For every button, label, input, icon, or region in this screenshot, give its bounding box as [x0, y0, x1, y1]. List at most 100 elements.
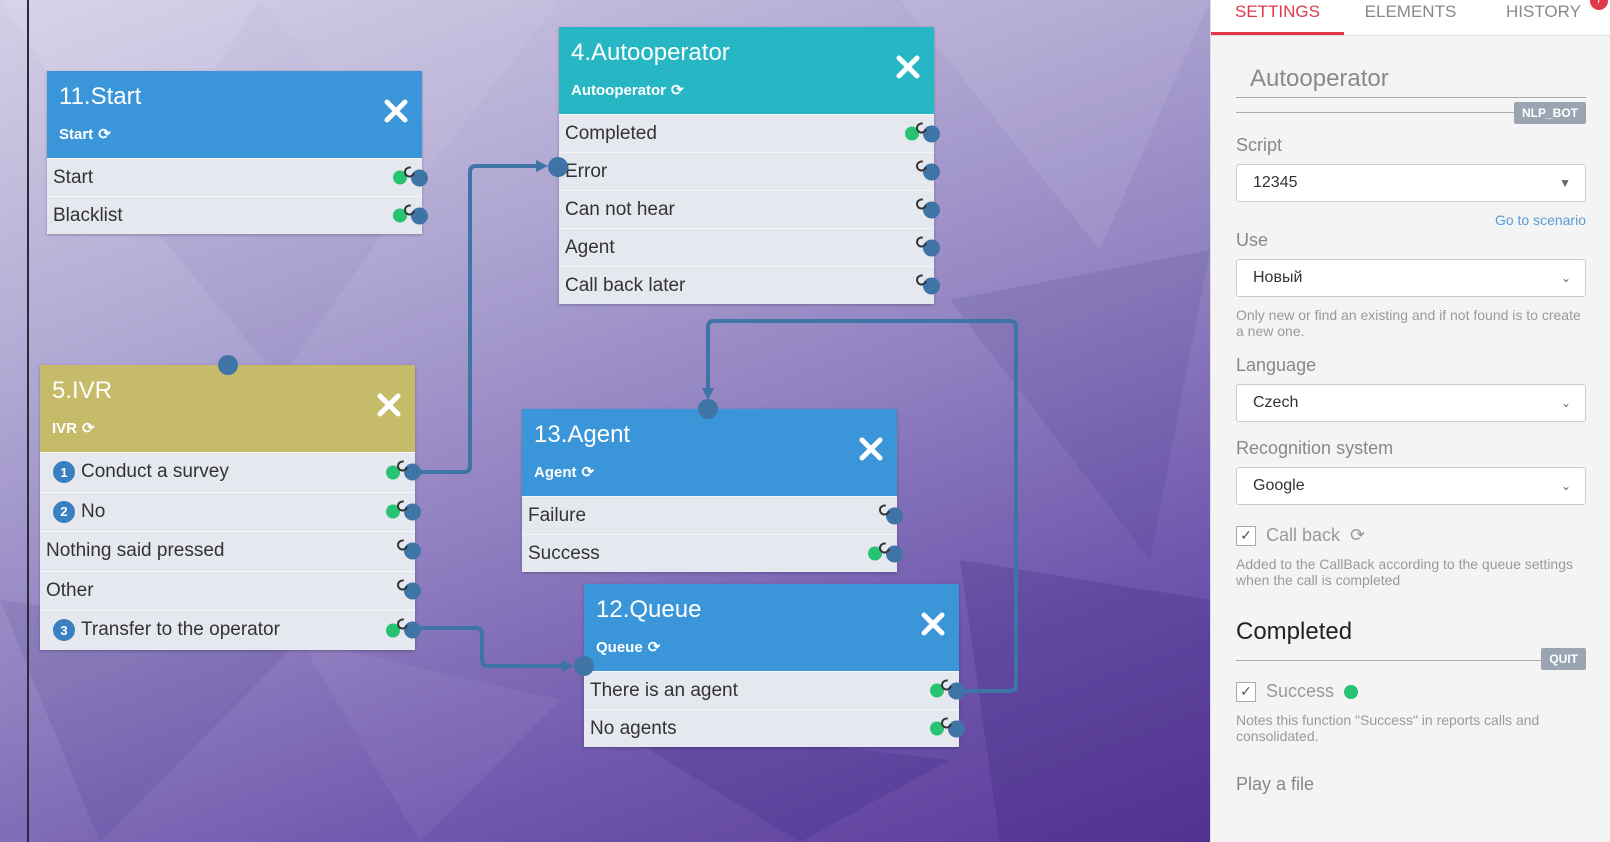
nlp-bot-tag: NLP_BOT	[1513, 102, 1586, 124]
input-port[interactable]	[698, 399, 718, 419]
node-agent[interactable]: 13.Agent Agent⟳ Failure Success	[522, 399, 903, 572]
node-start[interactable]: 11.Start Start⟳ Start Blacklist	[47, 71, 428, 234]
connector-port-icon[interactable]	[923, 239, 940, 256]
connector-port-icon[interactable]	[404, 542, 421, 560]
go-to-scenario-link[interactable]: Go to scenario	[1494, 212, 1586, 228]
refresh-icon[interactable]: ⟳	[647, 639, 661, 656]
node-header[interactable]: 13.Agent Agent⟳	[522, 409, 897, 496]
node-output-row[interactable]: No agents	[584, 709, 965, 747]
notification-badge[interactable]: 7	[1590, 0, 1608, 10]
connector-port-icon[interactable]	[923, 125, 940, 142]
input-port[interactable]	[548, 157, 568, 177]
success-checkbox[interactable]: ✓	[1236, 681, 1256, 702]
panel-tabs: SETTINGS ELEMENTS HISTORY	[1211, 0, 1610, 36]
connector-port-icon[interactable]	[923, 163, 940, 180]
option-number-badge: 3	[53, 619, 75, 642]
script-select[interactable]: 12345▼	[1236, 164, 1586, 202]
connector-port-icon[interactable]	[404, 582, 421, 600]
node-output-row[interactable]: Nothing said pressed	[40, 531, 421, 571]
output-label: Error	[565, 160, 608, 182]
use-select[interactable]: Новый⌄	[1236, 259, 1586, 297]
connector-port-icon[interactable]	[923, 277, 940, 294]
close-node-button[interactable]	[894, 53, 922, 81]
refresh-icon[interactable]: ⟳	[1350, 525, 1366, 545]
node-header[interactable]: 12.Queue Queue⟳	[584, 584, 959, 671]
node-output-row[interactable]: Agent	[559, 228, 940, 266]
node-header[interactable]: 5.IVR IVR⟳	[40, 365, 415, 452]
language-select[interactable]: Czech⌄	[1236, 384, 1586, 422]
output-label: There is an agent	[590, 679, 738, 701]
settings-panel: SETTINGS ELEMENTS HISTORY 7 NLP_BOT Scri…	[1210, 0, 1610, 842]
close-node-button[interactable]	[382, 97, 410, 125]
refresh-icon[interactable]: ⟳	[82, 420, 95, 437]
refresh-icon[interactable]: ⟳	[671, 82, 684, 99]
script-value: 12345	[1253, 174, 1298, 191]
option-number-badge: 1	[53, 461, 75, 484]
output-label: Success	[528, 542, 600, 564]
input-port[interactable]	[574, 656, 594, 676]
chevron-down-icon: ⌄	[1560, 396, 1571, 410]
node-output-row[interactable]: Failure	[522, 496, 903, 534]
connector-port-icon[interactable]	[886, 507, 903, 524]
node-output-row[interactable]: Completed	[559, 114, 940, 152]
node-output-row[interactable]: Call back later	[559, 266, 940, 304]
refresh-icon[interactable]: ⟳	[98, 126, 111, 143]
node-header[interactable]: 11.Start Start⟳	[47, 71, 422, 158]
success-row: ✓ Success	[1236, 681, 1586, 702]
tab-history[interactable]: HISTORY	[1506, 2, 1581, 21]
name-divider: NLP_BOT	[1236, 102, 1586, 124]
output-label: Conduct a survey	[81, 461, 229, 483]
connector-port-icon[interactable]	[886, 545, 903, 562]
output-label: No agents	[590, 717, 677, 739]
node-header[interactable]: 4.Autooperator Autooperator⟳	[559, 27, 934, 114]
connector-port-icon[interactable]	[923, 201, 940, 218]
connector-port-icon[interactable]	[404, 621, 421, 639]
node-output-row[interactable]: Start	[47, 158, 428, 196]
connector-port-icon[interactable]	[948, 720, 965, 737]
completed-divider: QUIT	[1236, 648, 1586, 670]
chevron-down-icon: ⌄	[1560, 479, 1571, 493]
node-type-label: Agent	[534, 463, 577, 481]
node-output-row[interactable]: There is an agent	[584, 671, 965, 709]
completed-section-title: Completed	[1236, 618, 1353, 645]
connector-port-icon[interactable]	[404, 503, 421, 521]
connector-port-icon[interactable]	[411, 169, 428, 186]
node-output-row[interactable]: 1 Conduct a survey	[40, 452, 421, 492]
output-label: Agent	[565, 236, 615, 258]
flow-canvas[interactable]: 11.Start Start⟳ Start Blacklist 4.Autoop…	[0, 0, 1210, 842]
canvas-left-border	[27, 0, 29, 842]
node-output-row[interactable]: Blacklist	[47, 196, 428, 234]
callback-checkbox[interactable]: ✓	[1236, 525, 1256, 546]
node-output-row[interactable]: Error	[559, 152, 940, 190]
close-x-icon	[921, 612, 945, 636]
language-label: Language	[1236, 355, 1317, 375]
connector-port-icon[interactable]	[948, 682, 965, 699]
success-hint: Notes this function "Success" in reports…	[1236, 712, 1540, 744]
use-value: Новый	[1253, 269, 1303, 286]
close-node-button[interactable]	[375, 391, 403, 419]
tab-elements[interactable]: ELEMENTS	[1364, 2, 1457, 21]
recognition-select[interactable]: Google⌄	[1236, 467, 1586, 505]
tab-settings[interactable]: SETTINGS	[1211, 0, 1344, 35]
connector-port-icon[interactable]	[404, 463, 421, 481]
close-node-button[interactable]	[857, 435, 885, 463]
node-queue[interactable]: 12.Queue Queue⟳ There is an agent No age…	[574, 584, 965, 747]
element-name-input[interactable]	[1236, 60, 1586, 98]
close-x-icon	[896, 55, 920, 79]
node-output-row[interactable]: Other	[40, 570, 421, 611]
node-output-row[interactable]: Success	[522, 534, 903, 572]
close-x-icon	[384, 99, 408, 123]
connector-port-icon[interactable]	[411, 207, 428, 224]
input-port[interactable]	[218, 355, 238, 375]
node-autooperator[interactable]: 4.Autooperator Autooperator⟳ Completed E…	[548, 27, 940, 304]
output-label: Start	[53, 166, 94, 188]
callback-row: ✓ Call back ⟳	[1236, 525, 1586, 546]
refresh-icon[interactable]: ⟳	[581, 464, 595, 481]
node-output-row[interactable]: Can not hear	[559, 190, 940, 228]
success-status-dot	[1344, 684, 1359, 699]
active-status-dot	[386, 465, 400, 480]
close-node-button[interactable]	[919, 610, 947, 638]
